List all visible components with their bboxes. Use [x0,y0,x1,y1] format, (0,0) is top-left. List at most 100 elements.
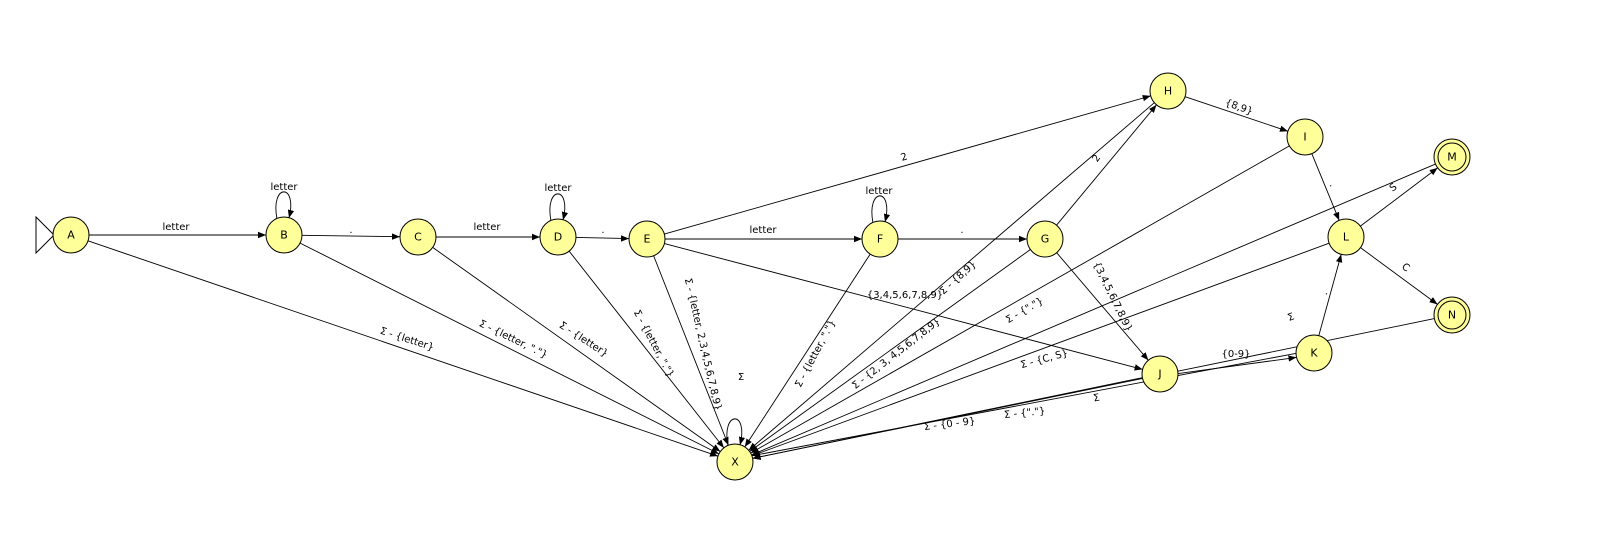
state-c: C [399,218,437,256]
transition-b-b-label: letter [270,182,298,193]
transition-d-d-arrow [549,193,569,222]
transition-f-x-arrow [744,253,871,448]
state-n-circle [1433,296,1471,334]
transition-k-x-label: Σ - {"."} [1004,406,1046,421]
transition-f-g-label: . [960,225,963,236]
transition-f-f-arrow [871,195,891,224]
state-x-label: X [731,456,739,469]
transition-i-l-label: . [1327,182,1338,189]
state-h-circle [1149,72,1187,110]
transition-e-h-arrow [664,95,1151,235]
state-i: I [1286,118,1324,156]
state-b-label: B [280,229,288,242]
state-l: L [1327,218,1365,256]
transition-b-x-label: Σ - {letter, "."} [477,318,549,361]
transition-h-x-arrow [748,102,1155,451]
transition-d-e-arrow [575,235,630,242]
transition-g-j-arrow [1056,252,1149,361]
state-h-label: H [1164,85,1172,98]
transition-h-i-arrow [1184,96,1289,132]
state-j: J [1141,355,1179,393]
state-k: K [1295,334,1333,372]
state-c-circle [399,218,437,256]
transition-l-m-label: S [1388,182,1400,195]
state-c-label: C [414,231,422,244]
transition-m-x-arrow [751,163,1436,456]
transition-e-h-label: 2 [899,151,908,163]
transition-g-x-arrow [749,249,1031,452]
state-b: B [265,216,303,254]
transition-d-d-label: letter [544,183,572,194]
state-f-circle [861,220,899,258]
state-l-label: L [1343,231,1350,244]
transition-b-b-arrow [275,191,295,220]
transitions-layer [87,95,1438,460]
state-a: A [52,216,90,254]
transition-e-x-arrow [653,255,729,446]
transition-b-c-arrow [301,233,401,240]
transition-d-e-label: . [601,225,604,236]
transition-b-x-arrow [299,242,720,455]
state-e: E [628,220,666,258]
transition-l-n-label: C [1399,261,1411,274]
state-i-circle [1286,118,1324,156]
state-h: H [1149,72,1187,110]
start-state-marker [35,215,55,255]
state-k-circle [1295,334,1333,372]
state-n-accept-ring [1437,300,1467,330]
transition-l-m-arrow [1360,167,1438,227]
transition-j-x-label: Σ - {0 - 9} [923,416,976,433]
transition-c-x-label: Σ - {letter} [557,320,610,360]
state-x: X [716,443,754,481]
transition-a-x-arrow [87,240,719,457]
state-m-label: M [1447,151,1457,164]
state-a-label: A [67,229,75,242]
transition-k-l-label: . [1319,290,1330,297]
transition-e-j-arrow [664,243,1143,371]
transition-e-x-label: Σ - {letter, 2,3,4,5,6,7,8,9} [682,277,723,412]
transition-j-k-label: {0-9} [1221,349,1250,360]
state-m-circle [1433,138,1471,176]
state-d: D [539,218,577,256]
transition-l-x-label: Σ - {C, S} [1019,348,1069,371]
state-l-circle [1327,218,1365,256]
transition-k-x-arrow [752,352,1296,458]
transition-a-b-label: letter [162,222,190,233]
state-e-label: E [644,233,651,246]
transition-i-x-label: Σ - {"."} [1004,296,1045,326]
states-layer: A B C D E F G H I J K L M N X [52,72,1471,481]
state-k-label: K [1310,347,1318,360]
transition-n-x-label: Σ [1092,393,1100,405]
state-f-label: F [877,233,883,246]
state-b-circle [265,216,303,254]
transition-x-x-label: Σ [738,372,744,383]
transition-k-l-arrow [1318,254,1343,336]
transition-i-l-arrow [1311,153,1340,221]
state-n: N [1433,296,1471,334]
transition-f-f-label: letter [865,186,893,197]
state-j-label: J [1157,368,1161,381]
transition-d-x-arrow [568,250,725,449]
state-x-circle [716,443,754,481]
state-d-circle [539,218,577,256]
state-g-circle [1026,220,1064,258]
state-f: F [861,220,899,258]
transition-i-x-arrow [750,145,1290,454]
state-n-label: N [1448,309,1456,322]
transition-x-x-arrow [726,418,746,447]
transition-m-x-label: Σ [1286,311,1296,324]
transition-b-c-label: . [349,225,352,236]
state-m: M [1433,138,1471,176]
transition-l-n-arrow [1360,247,1438,305]
state-m-accept-ring [1437,142,1467,172]
transition-c-x-arrow [432,247,721,452]
transition-e-j-label: {3,4,5,6,7,8,9} [867,290,943,301]
transition-g-h-label: 2 [1091,153,1104,165]
transition-j-k-arrow [1178,355,1297,374]
state-g: G [1026,220,1064,258]
state-i-label: I [1303,131,1306,144]
state-d-label: D [554,231,562,244]
state-e-circle [628,220,666,258]
transition-l-x-arrow [751,242,1330,457]
